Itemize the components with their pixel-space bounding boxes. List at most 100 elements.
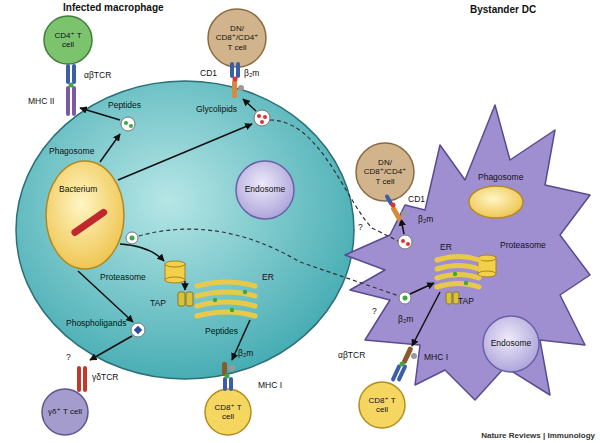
macrophage-cell-shape bbox=[16, 81, 354, 379]
text-holder: DN/ CD8⁺/CD4⁺ T cell bbox=[207, 8, 267, 68]
part-label: β₂m bbox=[418, 214, 433, 224]
cell-label: Endosome bbox=[491, 339, 532, 349]
cell-heading: Phagosome bbox=[49, 146, 94, 156]
part-label: ? bbox=[358, 222, 363, 232]
t-cell-shape bbox=[205, 389, 251, 435]
part-label: Glycolipids bbox=[196, 104, 237, 114]
part-label: Peptides bbox=[205, 326, 238, 336]
er-peptides-part bbox=[453, 272, 457, 276]
part-label: Peptides bbox=[108, 100, 141, 110]
part-label: ? bbox=[372, 306, 377, 316]
cell-label: CD8⁺ T cell bbox=[363, 396, 401, 414]
vesicles-part bbox=[254, 110, 270, 126]
cargo-part bbox=[403, 296, 408, 301]
mhc2-complex-part bbox=[66, 64, 70, 84]
phagosome: PhagosomeBacterium bbox=[45, 160, 125, 270]
part-label: ? bbox=[66, 352, 71, 362]
cargo-part bbox=[401, 239, 405, 243]
part-label: CD1 bbox=[408, 194, 425, 204]
endosome: Endosome bbox=[235, 160, 295, 220]
cargo-part bbox=[129, 124, 133, 128]
t-cell: CD8⁺ T cell bbox=[204, 388, 252, 436]
credit-line: Nature Reviews | Immunology bbox=[481, 431, 595, 441]
proteasome-part bbox=[478, 271, 496, 277]
cell-heading: Phagosome bbox=[478, 172, 523, 182]
cell-label: γδ⁺ T cell bbox=[48, 407, 82, 416]
dendritic-cell-shape bbox=[345, 105, 590, 400]
process-arrow-part bbox=[184, 281, 186, 290]
cell-heading: Bystander DC bbox=[470, 4, 536, 16]
gd-tcr bbox=[77, 366, 87, 392]
vesicles-part bbox=[126, 232, 138, 244]
t-cell-shape bbox=[359, 382, 405, 428]
part-label: β₂m bbox=[238, 348, 253, 358]
cd1-complex-mac-part bbox=[230, 62, 234, 78]
part-label: Phospholigands bbox=[66, 318, 127, 328]
vesicles-part bbox=[399, 292, 411, 304]
part-label: αβTCR bbox=[338, 350, 365, 360]
er-peptides-part bbox=[464, 281, 468, 285]
part-label: αβTCR bbox=[84, 70, 111, 80]
er-peptides-part bbox=[213, 298, 217, 302]
part-label: TAP bbox=[150, 298, 166, 308]
cd1-complex-mac-part bbox=[238, 85, 244, 91]
cargo-part bbox=[124, 121, 128, 125]
mhc1-complex-mac-part bbox=[229, 365, 235, 371]
part-label: ER bbox=[440, 242, 452, 252]
part-label: MHC I bbox=[424, 352, 448, 362]
part-label: MHC II bbox=[28, 96, 54, 106]
cd1-complex-mac-part bbox=[236, 62, 240, 78]
text-holder: DN/ CD8⁺/CD4⁺ T cell bbox=[355, 142, 415, 202]
part-label: Proteasome bbox=[500, 240, 546, 250]
part-label: ER bbox=[262, 272, 274, 282]
text-holder: CD4⁺ T cell bbox=[43, 15, 93, 65]
vesicles-part bbox=[131, 323, 145, 337]
gd-tcr-part bbox=[77, 366, 81, 392]
t-cell-shape bbox=[356, 143, 414, 201]
cell-heading: Infected macrophage bbox=[63, 2, 164, 14]
part-label: CD1 bbox=[200, 68, 217, 78]
cd1-complex-mac-part bbox=[233, 77, 238, 82]
mhc2-complex bbox=[66, 64, 76, 116]
vesicles-part bbox=[121, 117, 135, 131]
cargo-part bbox=[134, 326, 142, 334]
mhc2-complex-part bbox=[72, 86, 76, 116]
part-label: Proteasome bbox=[100, 272, 146, 282]
cargo-part bbox=[263, 115, 267, 119]
part-label: TAP bbox=[458, 296, 474, 306]
tap-part bbox=[446, 292, 452, 304]
proteasome-part bbox=[165, 261, 185, 267]
er-peptides-part bbox=[230, 308, 234, 312]
macrophage-cell: PhagosomeBacteriumEndosomeInfected macro… bbox=[15, 80, 355, 380]
dendritic-cell: PhagosomeEndosomeBystander DC bbox=[345, 105, 590, 400]
cell-label: CD8⁺ T cell bbox=[209, 403, 247, 421]
cd1-complex-dc-part bbox=[391, 203, 396, 208]
endosome-shape bbox=[236, 161, 294, 219]
gd-tcr-part bbox=[83, 366, 87, 392]
t-cell: DN/ CD8⁺/CD4⁺ T cell bbox=[355, 142, 415, 202]
cargo-part bbox=[406, 242, 410, 246]
mhc2-complex-part bbox=[69, 83, 74, 88]
mhc1-complex-mac-part bbox=[225, 374, 230, 379]
phagosome-shape bbox=[469, 186, 523, 218]
vesicles-part bbox=[398, 235, 412, 249]
mhc1-complex-mac-part bbox=[229, 377, 233, 391]
t-cell: CD8⁺ T cell bbox=[358, 381, 406, 429]
cargo-part bbox=[130, 236, 135, 241]
t-cell: CD4⁺ T cell bbox=[43, 15, 93, 65]
dendritic-cell-outline bbox=[345, 105, 590, 400]
cell-label: DN/ CD8⁺/CD4⁺ T cell bbox=[213, 24, 261, 52]
tap-part bbox=[178, 292, 185, 306]
text-holder: Endosome bbox=[235, 160, 295, 220]
phagosome: Phagosome bbox=[468, 185, 524, 219]
cell-label: Endosome bbox=[245, 185, 286, 195]
part-label: β₂m bbox=[244, 68, 259, 78]
phagosome-outline bbox=[468, 185, 524, 219]
part-label: γδTCR bbox=[92, 372, 118, 382]
endosome: Endosome bbox=[482, 315, 540, 373]
t-cell: γδ⁺ T cell bbox=[41, 388, 89, 436]
text-holder: CD8⁺ T cell bbox=[358, 381, 406, 429]
cargo-part bbox=[260, 120, 264, 124]
text-holder: γδ⁺ T cell bbox=[41, 388, 89, 436]
